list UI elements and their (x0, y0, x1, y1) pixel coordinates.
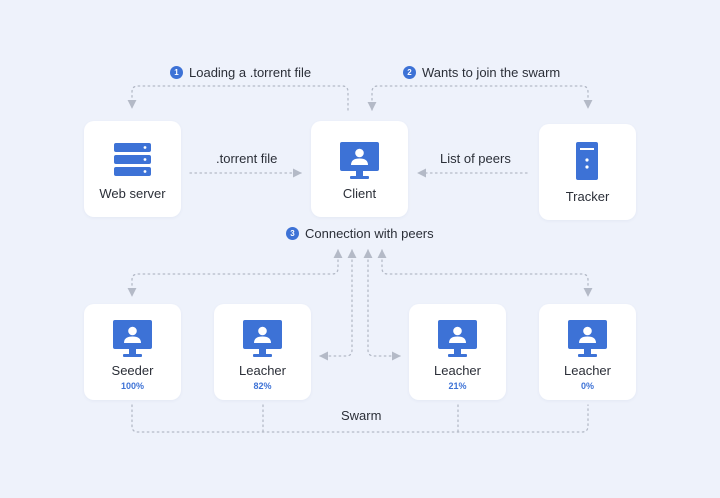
computer-icon (243, 320, 282, 357)
step-1-text: Loading a .torrent file (189, 65, 312, 80)
computer-icon (113, 320, 152, 357)
tracker-label: Tracker (565, 189, 610, 204)
client-node: Client (311, 121, 408, 217)
step-3-text: Connection with peers (305, 226, 434, 241)
web-server-label: Web server (99, 186, 166, 201)
connector-peer-seeder (127, 249, 343, 297)
connector-step-2 (367, 85, 593, 111)
computer-icon (438, 320, 477, 357)
edge-label-torrent-file: .torrent file (216, 151, 278, 166)
peer-percent: 100% (120, 381, 145, 391)
step-1-label: 1 Loading a .torrent file (170, 65, 311, 80)
peer-percent: 21% (448, 381, 467, 391)
peer-leacher-0-node: Leacher 0% (539, 304, 636, 400)
computer-icon (340, 142, 379, 179)
peer-label: Seeder (111, 363, 154, 378)
computer-icon (568, 320, 607, 357)
peer-percent: 82% (253, 381, 272, 391)
step-3-label: 3 Connection with peers (286, 226, 434, 241)
peer-percent: 0% (580, 381, 594, 391)
swarm-label: Swarm (341, 408, 382, 423)
peer-label: Leacher (434, 363, 481, 378)
peer-leacher-82-node: Leacher 82% (214, 304, 311, 400)
connector-peer-leacher-82 (319, 249, 357, 361)
connector-step-1 (127, 85, 349, 111)
peer-seeder-node: Seeder 100% (84, 304, 181, 400)
connector-peer-leacher-21 (363, 249, 401, 361)
server-icon (114, 143, 151, 176)
tracker-node: Tracker (539, 124, 636, 220)
edge-label-list-of-peers: List of peers (440, 151, 511, 166)
swarm-bracket (131, 404, 589, 433)
peer-label: Leacher (239, 363, 286, 378)
web-server-node: Web server (84, 121, 181, 217)
client-label: Client (342, 186, 377, 201)
connector-peer-leacher-0 (377, 249, 593, 297)
peer-leacher-21-node: Leacher 21% (409, 304, 506, 400)
step-1-badge: 1 (170, 66, 183, 79)
step-2-label: 2 Wants to join the swarm (403, 65, 560, 80)
step-2-text: Wants to join the swarm (422, 65, 561, 80)
step-2-badge: 2 (403, 66, 416, 79)
step-3-badge: 3 (286, 227, 299, 240)
tracker-tower-icon (576, 142, 598, 180)
peer-label: Leacher (564, 363, 611, 378)
